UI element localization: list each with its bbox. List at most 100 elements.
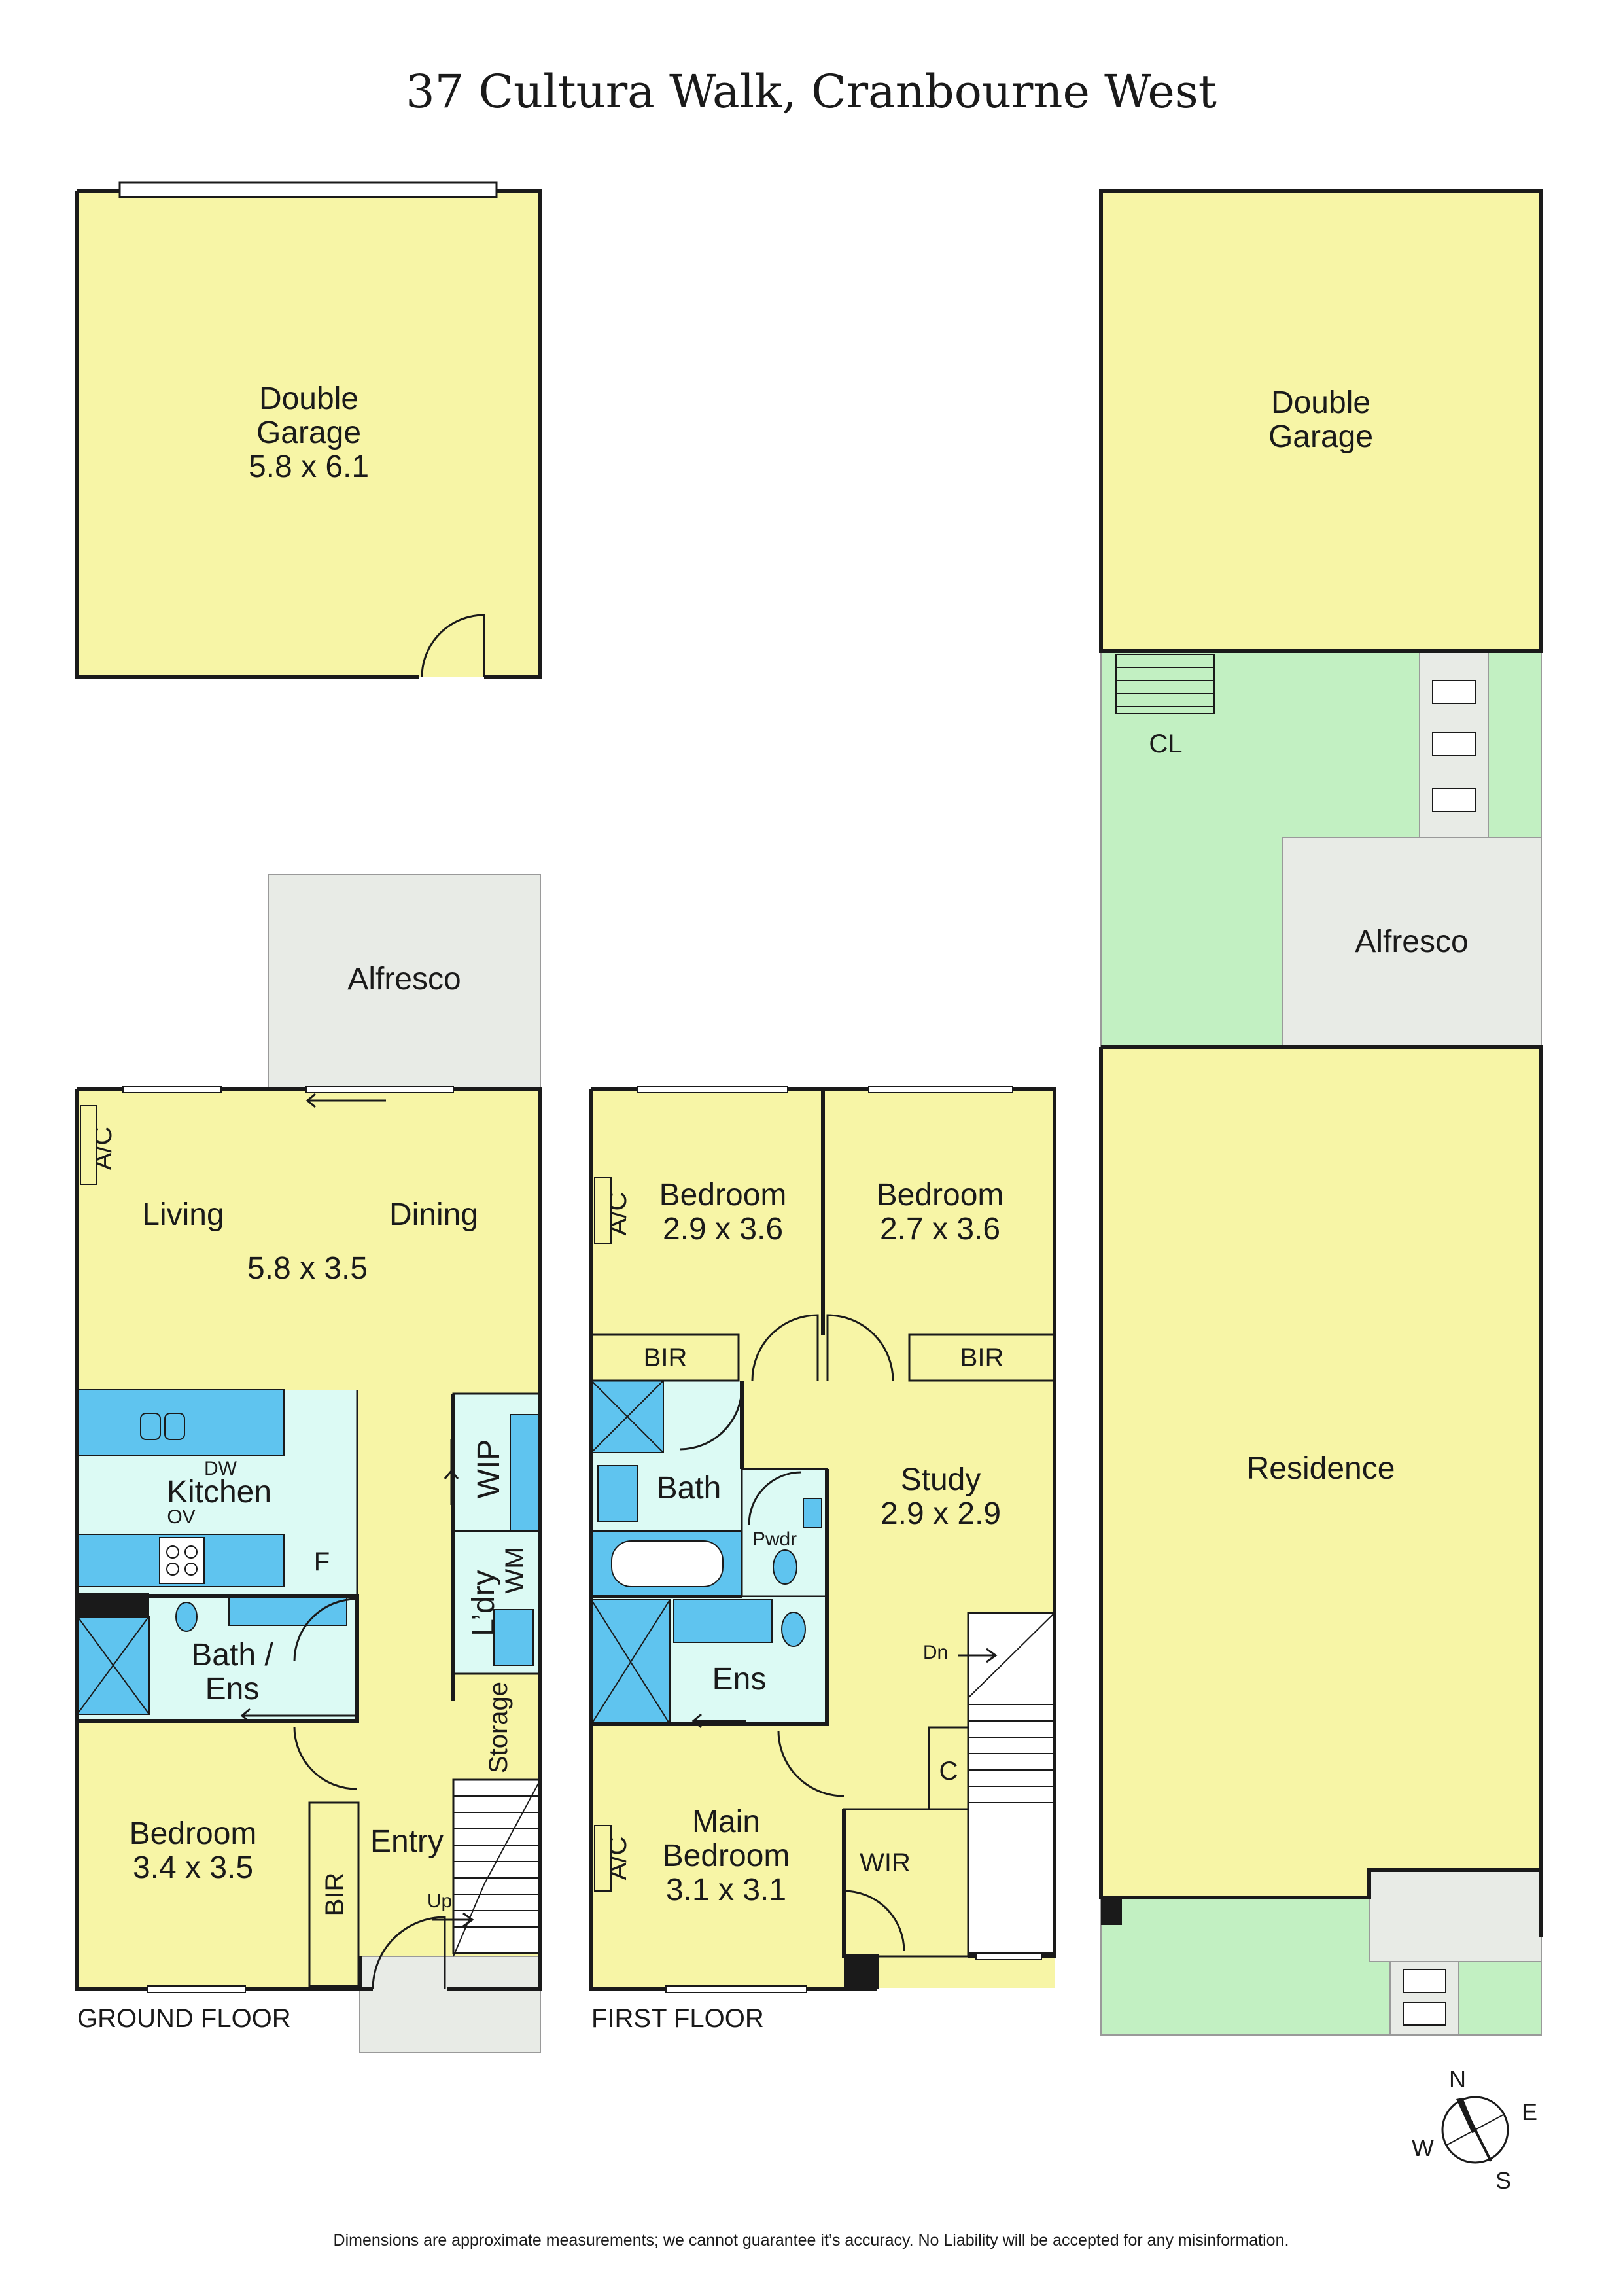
entry-label: Entry xyxy=(370,1824,444,1859)
pwdr-label: Pwdr xyxy=(752,1528,797,1550)
residence xyxy=(1101,1047,1541,1898)
first-ac-main-unit xyxy=(594,1825,612,1892)
garage-floor xyxy=(77,191,540,677)
sink-left-icon xyxy=(140,1413,161,1440)
clothesline xyxy=(1115,654,1215,714)
paver xyxy=(1432,788,1476,812)
dishwasher-label: DW xyxy=(204,1458,237,1479)
page-title: 37 Cultura Walk, Cranbourne West xyxy=(406,65,1217,118)
residence-label: Residence xyxy=(1247,1451,1395,1486)
cupboard xyxy=(928,1726,969,1810)
main-bedroom-size: 3.1 x 3.1 xyxy=(666,1873,786,1907)
compass-north-arrow-icon xyxy=(1456,2098,1476,2133)
ground-bir-label: BIR xyxy=(321,1873,349,1916)
ground-floor-plan: Alfresco DW Kitchen OV F Bath / Ens WIP xyxy=(75,874,542,2053)
shower-cross-icon xyxy=(591,1599,671,1725)
oven-label: OV xyxy=(167,1506,195,1528)
bath-label: Bath xyxy=(657,1471,722,1506)
main-bedroom-label-1: Main xyxy=(692,1805,760,1839)
garage-door xyxy=(118,181,498,198)
shower-cross-icon xyxy=(77,1616,150,1715)
paver xyxy=(1432,732,1476,756)
paver xyxy=(1403,1969,1446,1993)
ground-alfresco-label: Alfresco xyxy=(347,962,461,997)
fridge-label: F xyxy=(314,1547,330,1576)
garage-name-2: Garage xyxy=(256,415,361,450)
wip-shelf xyxy=(510,1414,541,1532)
site-garage-label-2: Garage xyxy=(1268,419,1373,454)
pwdr-toilet-icon xyxy=(773,1549,797,1585)
bedroom-right-door-swing xyxy=(826,1314,894,1381)
main-bedroom-label-2: Bedroom xyxy=(663,1839,790,1873)
shower-cross-icon xyxy=(591,1380,664,1453)
compass-e: E xyxy=(1522,2098,1537,2125)
bedroom-left-size: 2.9 x 3.6 xyxy=(663,1212,783,1246)
cupboard-label: C xyxy=(939,1757,958,1786)
wir-door-swing xyxy=(843,1890,905,1952)
first-stairs xyxy=(967,1612,1056,1954)
study-size: 2.9 x 2.9 xyxy=(881,1496,1001,1531)
garage-size: 5.8 x 6.1 xyxy=(249,450,369,484)
bath-ens-label-2: Ens xyxy=(205,1672,260,1706)
clothesline-label: CL xyxy=(1149,730,1182,758)
site-plan: CL Alfresco Double Garage Residence xyxy=(1099,189,1543,2036)
bir-left-label: BIR xyxy=(644,1343,688,1372)
garage-plan: Double Garage 5.8 x 6.1 xyxy=(75,181,542,679)
entry-porch xyxy=(359,1956,541,2053)
ground-bedroom-size: 3.4 x 3.5 xyxy=(133,1850,253,1885)
first-floor-caption: FIRST FLOOR xyxy=(591,2004,764,2033)
window xyxy=(122,1086,222,1093)
main-bedroom-door-swing xyxy=(777,1730,845,1797)
ground-ac-unit xyxy=(80,1105,97,1185)
sink-right-icon xyxy=(164,1413,185,1440)
living-size: 5.8 x 3.5 xyxy=(247,1251,368,1286)
bath-door-swing xyxy=(293,1598,357,1662)
kitchen-label: Kitchen xyxy=(167,1475,271,1510)
window xyxy=(637,1086,788,1093)
laundry-label: L’dry xyxy=(466,1570,501,1636)
site-garage xyxy=(1101,191,1541,651)
garage-door-swing xyxy=(421,614,485,678)
wall-block xyxy=(1101,1898,1122,1925)
bath-door-swing xyxy=(680,1386,743,1451)
bedroom-door-swing xyxy=(293,1726,357,1790)
bath-slider-arrow-icon xyxy=(240,1708,357,1723)
up-arrow-icon xyxy=(432,1912,474,1928)
bedroom-left-label: Bedroom xyxy=(659,1178,787,1212)
bedroom-right-size: 2.7 x 3.6 xyxy=(880,1212,1000,1246)
ens-toilet-icon xyxy=(781,1612,806,1647)
bir-right xyxy=(908,1333,1056,1382)
disclaimer: Dimensions are approximate measurements;… xyxy=(334,2231,1289,2250)
residence-walls xyxy=(1099,1045,1543,1937)
study-label: Study xyxy=(901,1462,981,1497)
garage-name-1: Double xyxy=(259,381,358,416)
window xyxy=(305,1086,454,1093)
ground-alfresco xyxy=(268,874,541,1090)
site-alfresco-label: Alfresco xyxy=(1355,925,1468,959)
ground-bath-walls xyxy=(77,1594,359,1723)
window xyxy=(975,1952,1042,1960)
wip-arrow-icon xyxy=(444,1439,459,1505)
ground-floor-caption: GROUND FLOOR xyxy=(77,2004,291,2033)
dining-slider-arrow-icon xyxy=(305,1093,386,1108)
compass-n: N xyxy=(1449,2066,1466,2093)
ground-vanity xyxy=(228,1595,347,1626)
burner-icon xyxy=(184,1545,198,1559)
bedroom-right-label: Bedroom xyxy=(877,1178,1004,1212)
washing-machine-label: WM xyxy=(500,1547,529,1593)
dining-label: Dining xyxy=(389,1197,478,1232)
window xyxy=(665,1985,807,1993)
living-label: Living xyxy=(142,1197,224,1232)
up-label: Up xyxy=(427,1890,452,1912)
ground-bir xyxy=(308,1801,360,1987)
dn-arrow-icon xyxy=(958,1648,998,1663)
burner-icon xyxy=(166,1563,179,1576)
window xyxy=(868,1086,1013,1093)
clothesline-lines xyxy=(1116,667,1214,707)
bath-ens-label-1: Bath / xyxy=(191,1638,273,1672)
laundry-tub xyxy=(493,1609,534,1666)
compass: N E S W xyxy=(1412,2066,1537,2194)
site-garage-walls xyxy=(1099,189,1543,653)
storage-label: Storage xyxy=(484,1682,513,1773)
